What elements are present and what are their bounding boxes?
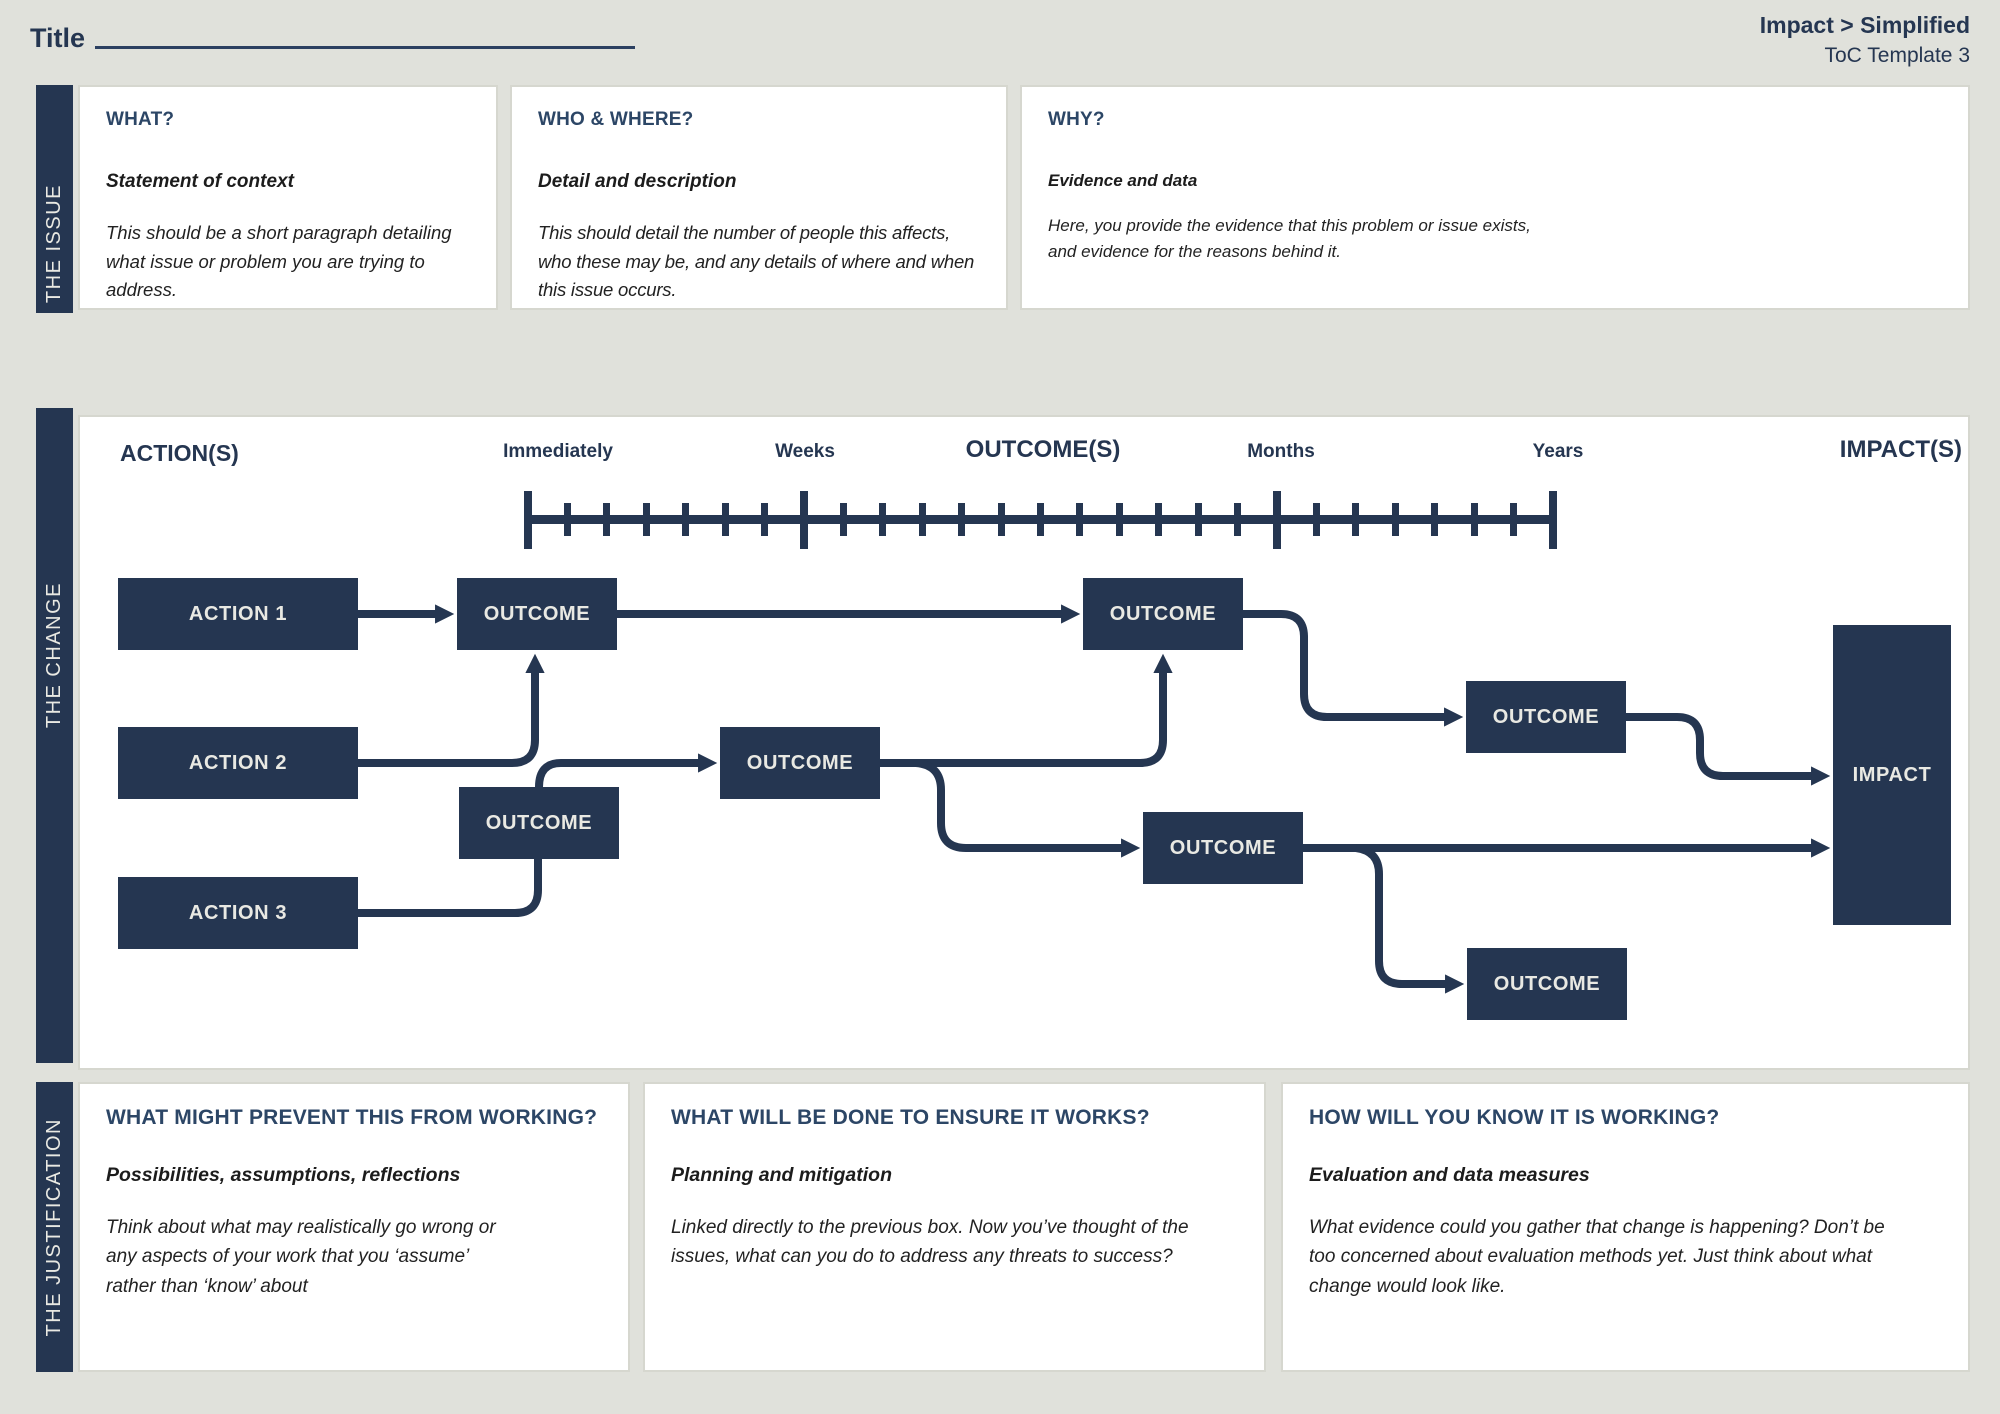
card-why-body: Here, you provide the evidence that this…	[1048, 216, 1531, 262]
card-who-heading: WHO & WHERE?	[538, 109, 694, 130]
timeline-minor-tick	[958, 503, 966, 536]
timeline-minor-tick	[1431, 503, 1439, 536]
card-who-where: WHO & WHERE? Detail and description This…	[510, 85, 1008, 310]
timeline-minor-tick	[721, 503, 729, 536]
card-ensure: WHAT WILL BE DONE TO ENSURE IT WORKS? Pl…	[643, 1082, 1266, 1372]
node-outcome-f: OUTCOME	[459, 787, 619, 859]
template-name: ToC Template 3	[1824, 44, 1970, 67]
page-title: Title	[30, 23, 86, 53]
card-know-heading: HOW WILL YOU KNOW IT IS WORKING?	[1309, 1106, 1720, 1129]
band-label-issue: THE ISSUE	[43, 184, 65, 304]
card-change-flowchart	[78, 415, 1970, 1070]
outcomes-header: OUTCOME(S)	[965, 436, 1121, 463]
card-know-subheading: Evaluation and data measures	[1309, 1164, 1590, 1186]
timeline-minor-tick	[1312, 503, 1320, 536]
card-what: WHAT? Statement of context This should b…	[78, 85, 498, 310]
node-outcome-b: OUTCOME	[1083, 578, 1243, 650]
node-outcome-c: OUTCOME	[1466, 681, 1626, 753]
card-prevent-body: Think about what may realistically go wr…	[106, 1217, 496, 1297]
card-what-body: This should be a short paragraph detaili…	[106, 222, 452, 301]
card-know: HOW WILL YOU KNOW IT IS WORKING? Evaluat…	[1281, 1082, 1970, 1372]
timeline-minor-tick	[563, 503, 571, 536]
timeline-minor-tick	[1470, 503, 1478, 536]
card-ensure-body: Linked directly to the previous box. Now…	[671, 1217, 1189, 1268]
timeline-minor-tick	[879, 503, 887, 536]
timeline-major-tick	[799, 491, 808, 549]
timeline-major-tick	[1272, 491, 1281, 549]
card-what-subheading: Statement of context	[106, 171, 294, 192]
title-block: Title	[30, 23, 636, 54]
timeline-minor-tick	[839, 503, 847, 536]
node-outcome-a: OUTCOME	[457, 578, 617, 650]
timeline-major-tick	[524, 491, 532, 549]
timeline-minor-tick	[997, 503, 1005, 536]
title-blank-line	[95, 45, 636, 49]
timeline-label-immediately: Immediately	[503, 441, 613, 462]
timeline-minor-tick	[1352, 503, 1360, 536]
card-why: WHY? Evidence and data Here, you provide…	[1020, 85, 1970, 310]
timeline-minor-tick	[918, 503, 926, 536]
node-action-3: ACTION 3	[118, 877, 358, 949]
card-prevent: WHAT MIGHT PREVENT THIS FROM WORKING? Po…	[78, 1082, 630, 1372]
timeline-minor-tick	[1391, 503, 1399, 536]
node-outcome-d: OUTCOME	[720, 727, 880, 799]
timeline-minor-tick	[1194, 503, 1202, 536]
timeline-minor-tick	[642, 503, 650, 536]
timeline-major-tick	[1548, 491, 1557, 549]
node-impact: IMPACT	[1833, 625, 1951, 925]
timeline-label-years: Years	[1532, 441, 1584, 462]
card-prevent-subheading: Possibilities, assumptions, reflections	[106, 1164, 461, 1186]
timeline-minor-tick	[761, 503, 769, 536]
band-bar-change: THE CHANGE	[36, 408, 73, 1063]
timeline-label-weeks: Weeks	[775, 441, 835, 462]
timeline-minor-tick	[682, 503, 690, 536]
timeline-minor-tick	[1234, 503, 1242, 536]
band-bar-justification: THE JUSTIFICATION	[36, 1082, 73, 1372]
impacts-header: IMPACT(S)	[1839, 436, 1962, 463]
brand-name: Impact > Simplified	[1759, 12, 1970, 38]
card-who-subheading: Detail and description	[538, 171, 737, 192]
card-know-body: What evidence could you gather that chan…	[1309, 1217, 1885, 1297]
timeline-minor-tick	[1155, 503, 1163, 536]
card-why-subheading: Evidence and data	[1048, 171, 1198, 190]
node-outcome-g: OUTCOME	[1467, 948, 1627, 1020]
band-bar-issue: THE ISSUE	[36, 85, 73, 313]
timeline-minor-tick	[1510, 503, 1517, 536]
band-label-change: THE CHANGE	[43, 582, 65, 729]
timeline-minor-tick	[1076, 503, 1084, 536]
card-why-heading: WHY?	[1048, 109, 1105, 130]
node-action-2: ACTION 2	[118, 727, 358, 799]
card-ensure-subheading: Planning and mitigation	[671, 1164, 892, 1186]
band-label-justification: THE JUSTIFICATION	[43, 1117, 65, 1337]
card-prevent-heading: WHAT MIGHT PREVENT THIS FROM WORKING?	[106, 1106, 598, 1129]
card-what-heading: WHAT?	[106, 109, 175, 130]
card-who-body: This should detail the number of people …	[538, 222, 975, 301]
timeline-minor-tick	[1036, 503, 1044, 536]
node-outcome-e: OUTCOME	[1143, 812, 1303, 884]
timeline-minor-tick	[1115, 503, 1123, 536]
brand-block: Impact > Simplified ToC Template 3	[1760, 12, 1970, 68]
timeline-label-months: Months	[1247, 441, 1315, 462]
card-ensure-heading: WHAT WILL BE DONE TO ENSURE IT WORKS?	[671, 1106, 1150, 1129]
timeline-minor-tick	[603, 503, 611, 536]
actions-header: ACTION(S)	[120, 440, 239, 466]
node-action-1: ACTION 1	[118, 578, 358, 650]
